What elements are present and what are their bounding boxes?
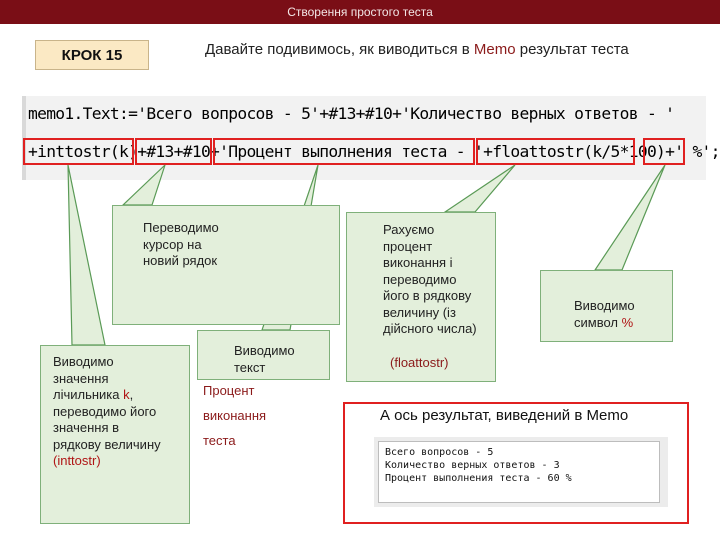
code-line-2: +inttostr(k)+#13+#10+'Процент выполнения… — [28, 142, 720, 161]
pointer-percent — [443, 164, 516, 213]
headline-accent: Memo — [473, 41, 516, 58]
step-badge: КРОК 15 — [35, 40, 149, 70]
floattostr-label: (floattostr) — [390, 355, 449, 370]
headline-prefix: Давайте подивимось, як виводиться в — [205, 41, 474, 58]
memo-line: Процент выполнения теста - 60 % — [385, 473, 572, 484]
code-line-1: memo1.Text:='Всего вопросов - 5'+#13+#10… — [28, 104, 675, 123]
callout-counter: Виводимо значення лічильника k, переводи… — [40, 345, 190, 524]
highlight-floattostr — [476, 138, 635, 165]
memo-line: Всего вопросов - 5 — [385, 447, 494, 458]
page-headline: Давайте подивимось, як виводиться в Memo… — [205, 41, 629, 58]
text-word-1: Процент — [203, 383, 255, 398]
pointer-cursor — [121, 164, 166, 206]
headline-suffix: результат теста — [515, 41, 629, 58]
pointer-symbol — [593, 164, 666, 271]
text-word-2: виконання — [203, 408, 267, 423]
highlight-text — [213, 138, 475, 165]
highlight-inttostr — [23, 138, 134, 165]
memo-line: Количество верных ответов - 3 — [385, 460, 560, 471]
window-title: Створення простого теста — [287, 5, 433, 19]
pointer-counter — [67, 164, 106, 346]
memo-output: Всего вопросов - 5 Количество верных отв… — [378, 441, 660, 503]
result-title: А ось результат, виведений в Memo — [380, 407, 629, 424]
window-title-bar: Створення простого теста — [0, 0, 720, 24]
text-word-3: теста — [203, 433, 236, 448]
highlight-percent — [643, 138, 685, 165]
highlight-newline-codes — [135, 138, 212, 165]
